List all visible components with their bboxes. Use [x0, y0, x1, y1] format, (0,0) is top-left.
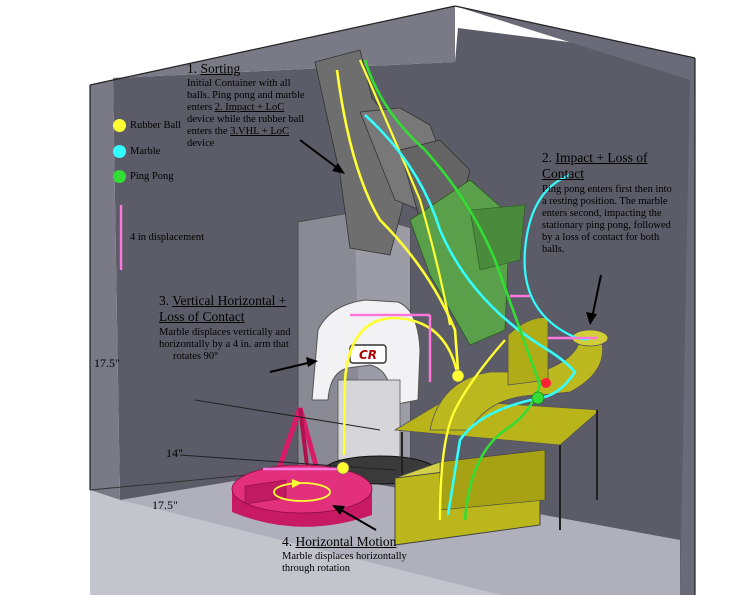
vertical-arrow	[269, 361, 313, 373]
ping-pong-path	[363, 59, 542, 521]
legend-marble-label: Marble	[130, 146, 161, 157]
vertical-arrowhead	[306, 357, 318, 367]
sorting-line-3: enters 2. Impact + LoC	[187, 102, 322, 114]
dimension-height: 17.5"	[94, 356, 120, 370]
legend-displacement-label: 4 in displacement	[130, 232, 205, 243]
impact-number: 2.	[542, 150, 553, 165]
marble-path	[364, 114, 577, 516]
left-wall	[90, 6, 455, 500]
impact-title-1: Impact + Loss of	[555, 150, 648, 165]
impact-title-2: Contact	[542, 165, 584, 181]
horizontal-number: 4.	[282, 534, 293, 549]
horizontal-heading: 4. Horizontal Motion	[282, 534, 396, 550]
impact-line-2: a resting position. The marble	[542, 196, 668, 208]
dimension-width: 14"	[166, 446, 183, 460]
cr-logo: CR	[359, 348, 377, 362]
legend-ping-pong: Ping Pong	[113, 170, 173, 183]
rubber-ball-arm-path	[342, 316, 459, 456]
impact-arrowhead	[586, 312, 597, 325]
impact-heading-line-1: 2. Impact + Loss of	[542, 150, 647, 166]
sorting-arrow	[299, 139, 341, 171]
horizontal-text: Marble displaces horizontally through ro…	[282, 551, 407, 575]
sorting-number: 1.	[187, 61, 198, 76]
impact-arrow	[591, 274, 602, 319]
sorting-line-5: enters the 3.VHL + LoC	[187, 126, 322, 138]
vertical-title-1: Vertical Horizontal +	[172, 293, 287, 308]
sorting-text: Initial Container with all balls. Ping p…	[187, 78, 322, 150]
impact-text: Ping pong enters first then into a resti…	[542, 184, 692, 256]
sorting-line-1: Initial Container with all	[187, 78, 291, 89]
right-wall	[455, 6, 695, 595]
horizontal-arrowhead	[332, 505, 345, 515]
sorting-line-4: device while the rubber ball	[187, 114, 305, 126]
floor	[90, 490, 500, 595]
sorting-title: Sorting	[200, 61, 241, 76]
vertical-title-2: Loss of Contact	[159, 308, 245, 324]
sorting-line-3-pre: enters	[187, 102, 215, 114]
impact-heading: 2. Impact + Loss of Contact	[542, 150, 647, 181]
vertical-heading-line-1: 3. Vertical Horizontal +	[159, 293, 286, 309]
vertical-line-3: rotates 90°	[173, 351, 219, 363]
legend-rubber-ball: Rubber Ball	[113, 119, 181, 132]
room-edge-right	[454, 5, 696, 59]
impact-line-6: balls.	[542, 244, 565, 256]
marble-swatch	[113, 145, 126, 158]
vertical-line-2: horizontally by a 4 in. arm that	[159, 339, 289, 351]
rubber-ball-impact-path	[438, 339, 506, 521]
vertical-heading: 3. Vertical Horizontal + Loss of Contact	[159, 293, 286, 324]
dimension-depth: 17.5"	[152, 498, 178, 512]
rubber-ball-swatch	[113, 119, 126, 132]
horizontal-line-2: through rotation	[282, 563, 350, 575]
impact-line-3: enters second, impacting the	[542, 208, 662, 220]
impact-line-4: stationary ping pong, followed	[542, 220, 671, 232]
sorting-line-5-pre: enters the	[187, 126, 231, 138]
white-housing-base	[337, 379, 401, 461]
vertical-line-1: Marble displaces vertically and	[159, 327, 291, 338]
floor-rod-2	[179, 454, 396, 471]
horizontal-arrow	[337, 507, 377, 531]
sorting-line-2: balls. Ping pong and marble	[187, 90, 305, 102]
legend-marble: Marble	[113, 145, 160, 158]
vertical-text: Marble displaces vertically and horizont…	[159, 327, 309, 363]
ping-pong-swatch	[113, 170, 126, 183]
horizontal-title: Horizontal Motion	[295, 534, 397, 549]
marble-at-impact	[541, 378, 551, 388]
floor-rod-1	[194, 399, 381, 431]
vertical-number: 3.	[159, 293, 170, 308]
rubber-ball-at-housing	[451, 369, 465, 383]
disc-block	[244, 479, 287, 505]
rubber-ball-path-2	[358, 59, 452, 326]
sorting-line-6: device	[187, 138, 215, 150]
sorting-vhl-ref: 3.VHL + LoC	[230, 126, 290, 138]
legend-ping-pong-label: Ping Pong	[130, 171, 174, 182]
horizontal-line-1: Marble displaces horizontally	[282, 551, 407, 562]
rubber-ball-at-disc	[336, 461, 350, 475]
impact-line-5: by a loss of contact for both	[542, 232, 660, 244]
impact-line-1: Ping pong enters first then into	[542, 184, 672, 195]
sorting-heading: 1. Sorting	[187, 61, 240, 77]
room-edge-top	[89, 5, 456, 86]
sorting-arrowhead	[332, 163, 345, 174]
green-ramp-flap	[469, 204, 526, 271]
sorting-impact-ref: 2. Impact + LoC	[214, 102, 285, 114]
ping-pong-at-rest	[531, 391, 545, 405]
rubber-ball-path	[335, 69, 460, 371]
legend-rubber-ball-label: Rubber Ball	[130, 120, 182, 131]
rotation-arrowhead	[292, 479, 302, 488]
